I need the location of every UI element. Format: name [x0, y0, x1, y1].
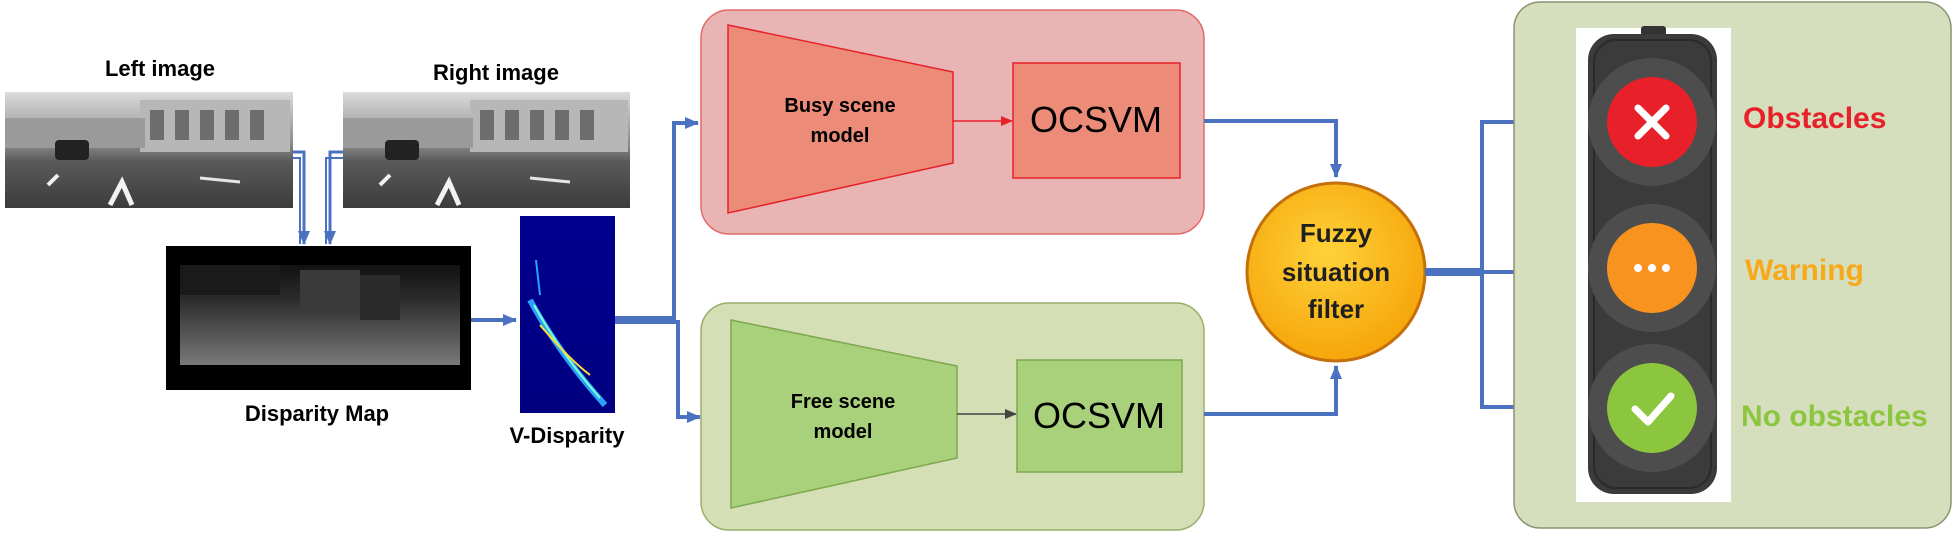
- free-ocsvm-box: [1016, 359, 1183, 473]
- arrow-left-to-disparity-2: [293, 157, 301, 244]
- arrow-vdisparity-to-free: [615, 320, 701, 423]
- fuzzy-filter-line2: situation: [1282, 257, 1390, 287]
- free-scene-model-shape: [730, 319, 958, 509]
- left-image-label: Left image: [105, 56, 215, 81]
- right-image: [343, 92, 630, 208]
- x-icon: [1634, 104, 1670, 140]
- busy-scene-model-shape: [727, 24, 954, 214]
- arrow-busy-to-filter: [1204, 119, 1342, 178]
- traffic-light-cap: [1641, 26, 1666, 36]
- light-green: [1607, 363, 1697, 453]
- disparity-map-label: Disparity Map: [245, 401, 389, 426]
- busy-ocsvm-box: [1012, 62, 1181, 179]
- v-disparity-label: V-Disparity: [510, 423, 626, 448]
- arrow-right-to-disparity: [324, 150, 343, 245]
- right-image-label: Right image: [433, 60, 559, 85]
- dots-icon: [1634, 264, 1670, 272]
- arrow-free-to-filter: [1204, 365, 1342, 416]
- check-icon: [1631, 392, 1675, 426]
- arrow-left-to-disparity: [293, 150, 310, 245]
- disparity-map: [166, 246, 471, 390]
- output-label-warning: Warning: [1745, 254, 1864, 287]
- free-scene-model-line2: model: [814, 421, 873, 443]
- busy-scene-model-line1: Busy scene: [784, 95, 895, 117]
- left-image: [5, 92, 293, 208]
- output-label-obstacles: Obstacles: [1743, 102, 1886, 135]
- busy-ocsvm-label: OCSVM: [1030, 99, 1162, 140]
- free-scene-model-line1: Free scene: [791, 391, 896, 413]
- v-disparity-image: [520, 216, 615, 413]
- fuzzy-filter-line1: Fuzzy: [1300, 218, 1373, 248]
- fuzzy-filter-line3: filter: [1308, 294, 1364, 324]
- arrow-vdisparity-to-busy: [615, 117, 699, 320]
- output-label-no-obstacles: No obstacles: [1741, 400, 1928, 433]
- busy-scene-model-line2: model: [811, 125, 870, 147]
- free-ocsvm-label: OCSVM: [1033, 395, 1165, 436]
- arrow-right-to-disparity-2: [325, 157, 343, 244]
